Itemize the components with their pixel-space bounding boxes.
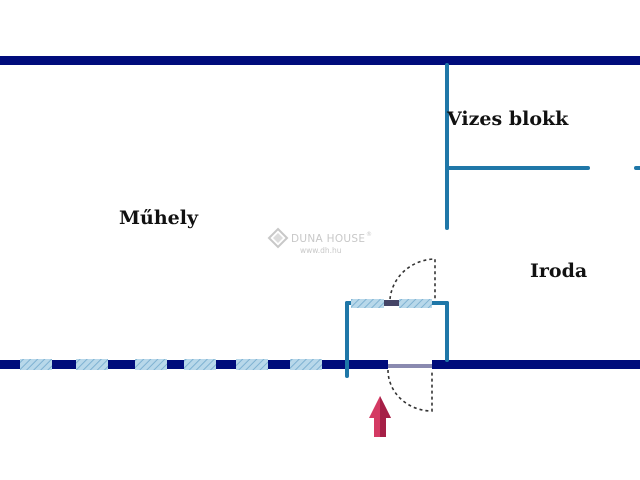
top-outer-wall <box>0 56 640 65</box>
duna-house-logo-icon <box>267 227 289 249</box>
room-label-muhely: Műhely <box>119 207 199 229</box>
window <box>76 359 108 370</box>
watermark-brand: DUNA HOUSE <box>291 233 365 245</box>
window <box>236 359 268 370</box>
inner-walls <box>345 63 640 378</box>
room-label-iroda: Iroda <box>530 260 587 282</box>
interior-door-swing <box>389 258 436 300</box>
window <box>290 359 322 370</box>
watermark: DUNA HOUSE ® www.dh.hu <box>267 227 372 255</box>
vestibule-window-left <box>351 299 384 308</box>
window <box>184 359 216 370</box>
entrance-door-swing <box>387 369 433 412</box>
window <box>20 359 52 370</box>
vestibule-window-divider <box>384 300 399 306</box>
entrance-arrow-icon <box>369 396 391 437</box>
watermark-url: www.dh.hu <box>300 246 342 255</box>
vestibule-window-right <box>399 299 432 308</box>
window <box>135 359 167 370</box>
bottom-windows <box>20 359 322 370</box>
watermark-registered: ® <box>366 231 372 238</box>
room-label-vizes-blokk: Vizes blokk <box>446 108 569 130</box>
